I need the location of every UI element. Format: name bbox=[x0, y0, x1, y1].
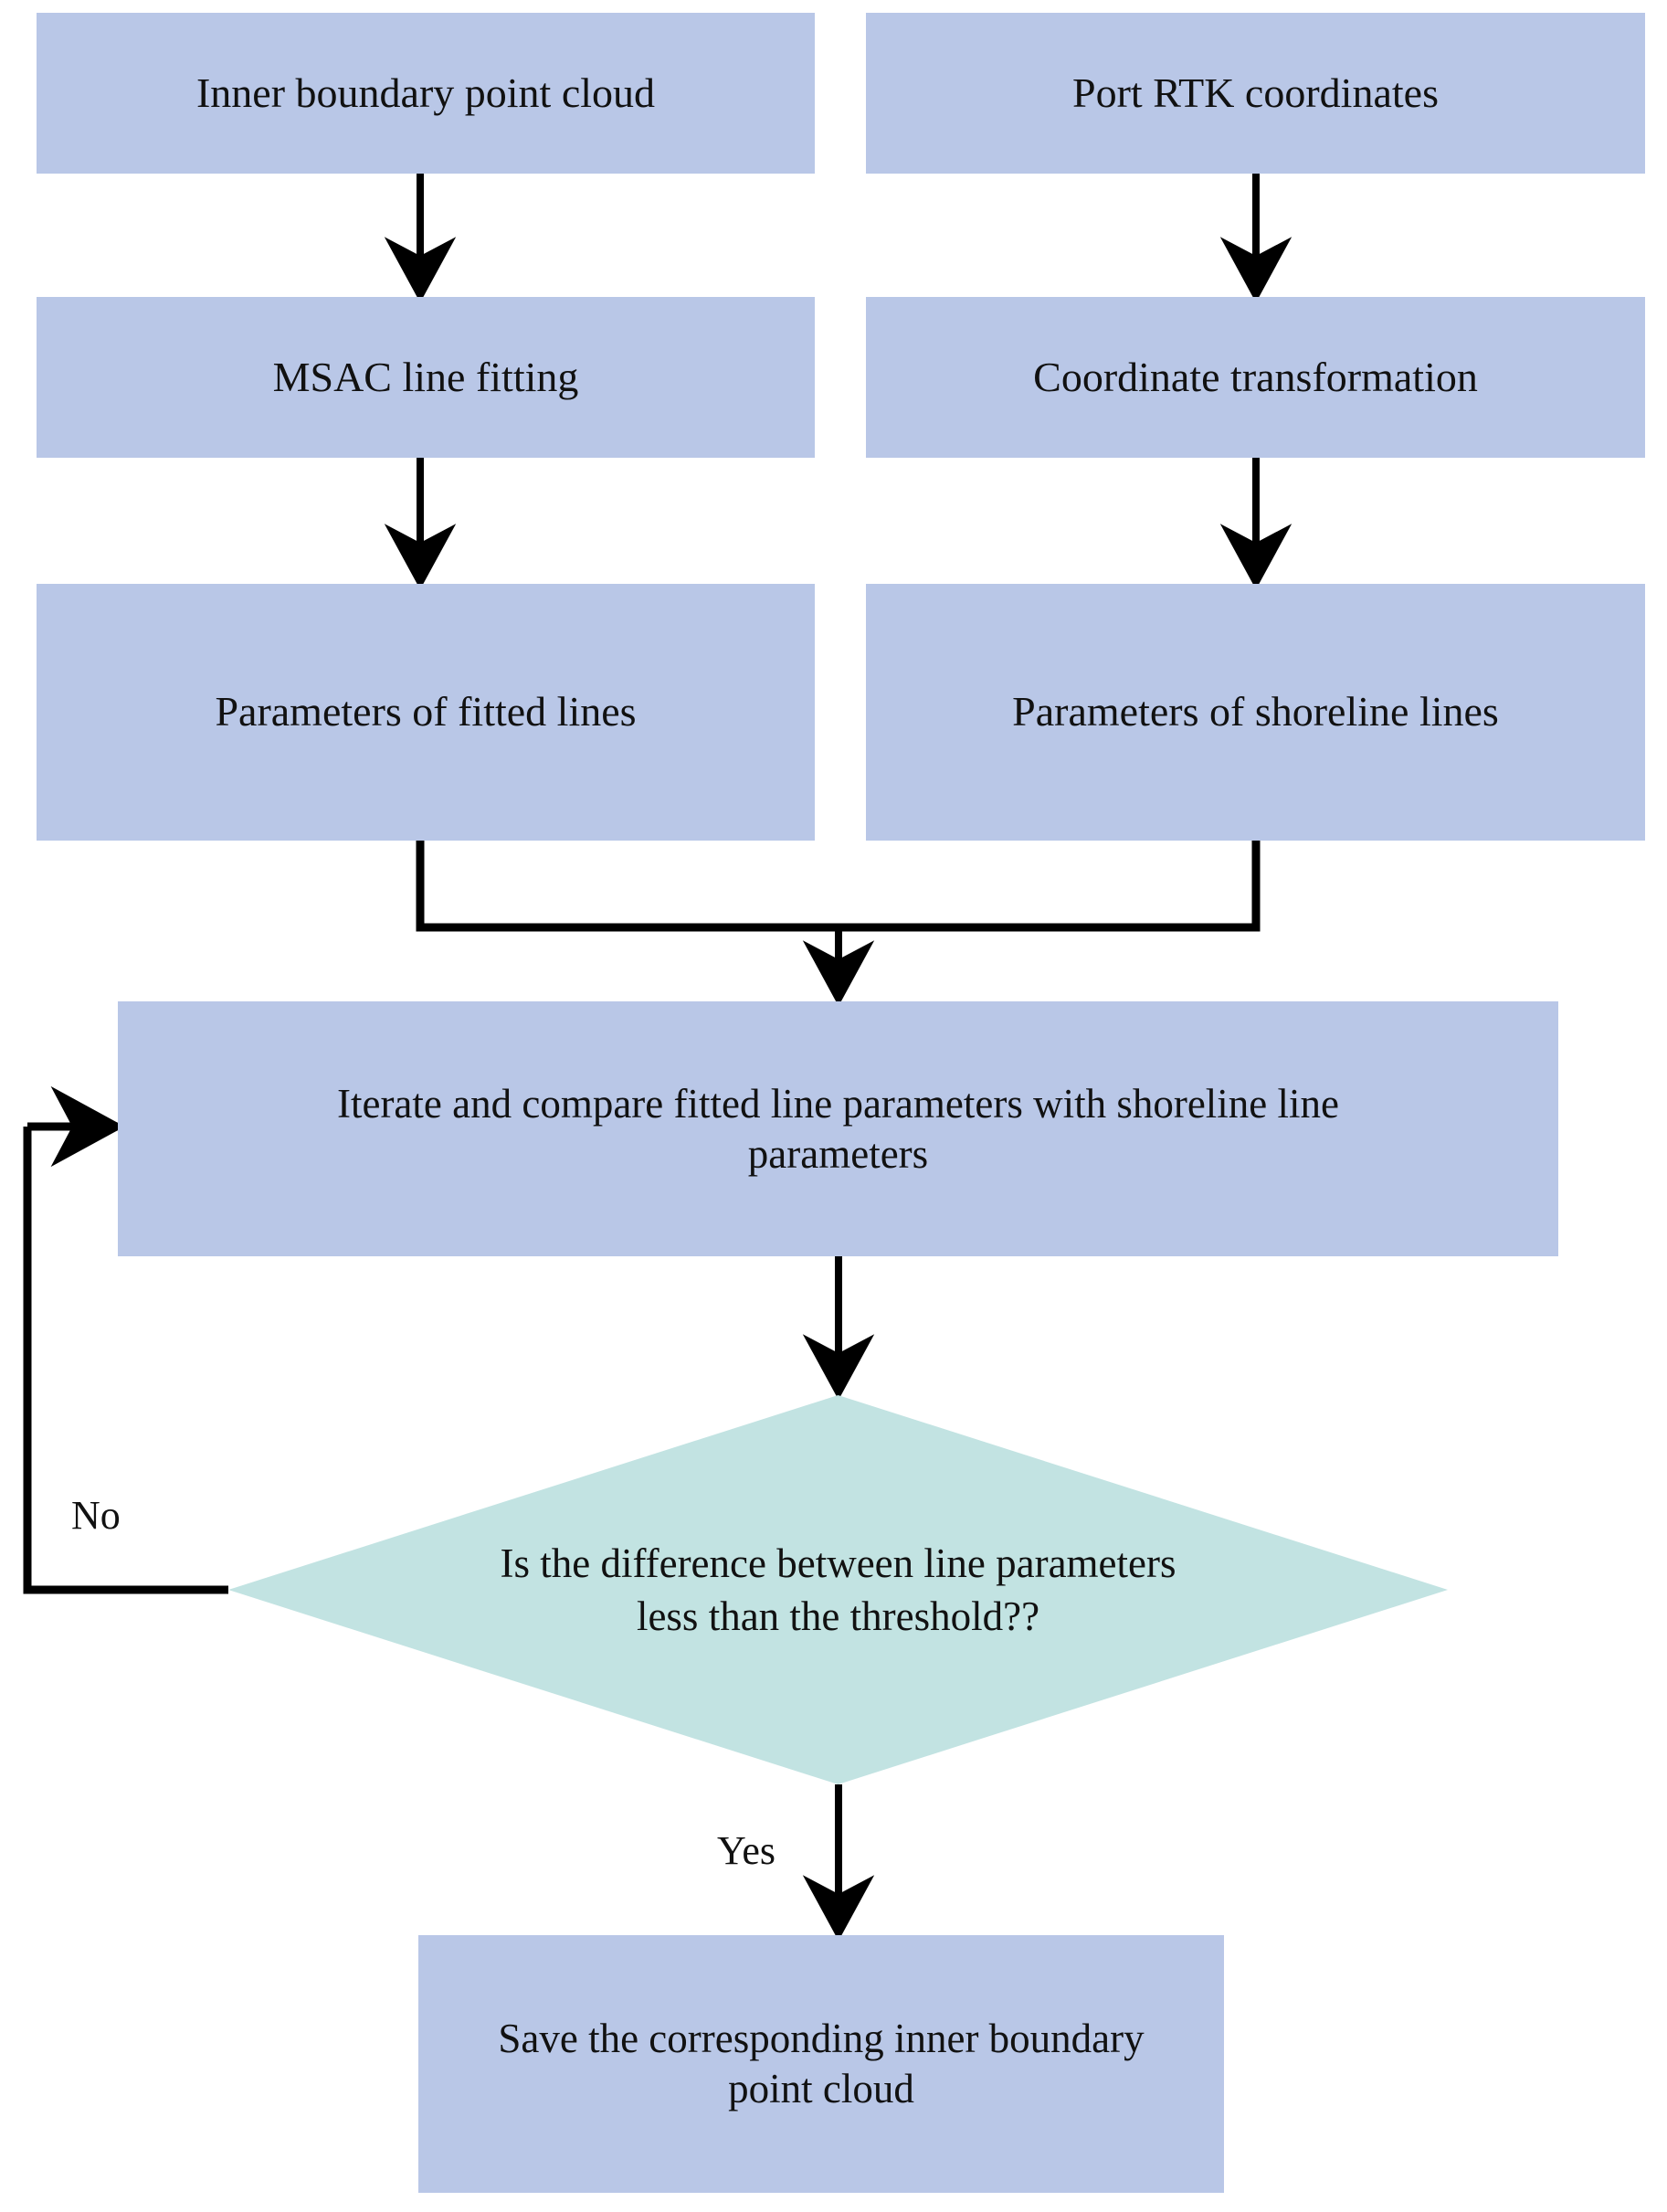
node-label: Iterate and compare fitted line paramete… bbox=[336, 1080, 1340, 1177]
node-label: Port RTK coordinates bbox=[1072, 69, 1439, 116]
node-label: Is the difference between line parameter… bbox=[500, 1540, 1176, 1640]
node-msac-line-fitting[interactable]: MSAC line fitting bbox=[37, 297, 815, 458]
node-label: Parameters of fitted lines bbox=[215, 688, 637, 736]
node-inner-boundary-point-cloud[interactable]: Inner boundary point cloud bbox=[37, 13, 815, 174]
node-port-rtk-coordinates[interactable]: Port RTK coordinates bbox=[866, 13, 1645, 174]
edge-label-yes: Yes bbox=[717, 1828, 776, 1873]
node-iterate-and-compare[interactable]: Iterate and compare fitted line paramete… bbox=[118, 1001, 1558, 1256]
node-label: Coordinate transformation bbox=[1033, 353, 1478, 400]
merge-right-branch bbox=[839, 841, 1261, 932]
node-label: Save the corresponding inner boundary po… bbox=[498, 2016, 1145, 2111]
node-decision-threshold[interactable]: Is the difference between line parameter… bbox=[228, 1395, 1448, 1784]
node-save-inner-boundary-point-cloud[interactable]: Save the corresponding inner boundary po… bbox=[418, 1935, 1224, 2193]
node-parameters-of-fitted-lines[interactable]: Parameters of fitted lines bbox=[37, 584, 815, 841]
node-label: Inner boundary point cloud bbox=[195, 69, 656, 116]
node-label: Parameters of shoreline lines bbox=[1012, 688, 1499, 736]
node-coordinate-transformation[interactable]: Coordinate transformation bbox=[866, 297, 1645, 458]
node-label: MSAC line fitting bbox=[272, 353, 579, 400]
node-parameters-of-shoreline-lines[interactable]: Parameters of shoreline lines bbox=[866, 584, 1645, 841]
merge-left-branch bbox=[416, 841, 839, 932]
edge-label-no: No bbox=[71, 1493, 121, 1538]
